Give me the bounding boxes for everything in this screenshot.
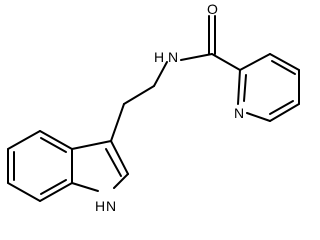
bond-c6-n1 bbox=[246, 112, 271, 122]
bond-c3-c2-inner bbox=[105, 148, 122, 177]
bond-n-ch2 bbox=[153, 61, 168, 87]
carbonyl-oxygen-label: O bbox=[207, 1, 218, 17]
pyridine-ring bbox=[237, 53, 300, 122]
bond-ch2-ch2 bbox=[123, 85, 155, 105]
bond-c7-c7a-inner bbox=[40, 179, 67, 195]
bond-c3-c3a bbox=[71, 140, 112, 150]
ethyl-linker bbox=[110, 61, 168, 142]
bond-c3-c4-inner bbox=[271, 60, 296, 75]
bond-c5-c6 bbox=[269, 103, 300, 122]
bond-carbonyl-n bbox=[180, 53, 213, 61]
molecule-diagram: O N H N H N bbox=[7, 1, 300, 214]
bond-c7-c7a bbox=[39, 182, 73, 202]
bond-c2-n1 bbox=[113, 173, 129, 189]
amide-nitrogen-label: N bbox=[168, 49, 178, 65]
bond-c6-c7 bbox=[7, 182, 41, 202]
bond-c3a-c4-inner bbox=[40, 137, 67, 153]
bond-n1-c2 bbox=[237, 69, 241, 105]
indole-nitrogen-label: N bbox=[106, 198, 116, 214]
bond-ch2-c3-indole bbox=[110, 103, 125, 142]
indole-hydrogen-label: H bbox=[95, 198, 105, 214]
amide-group bbox=[180, 15, 241, 71]
bond-n1-c7a bbox=[71, 182, 99, 192]
pyridine-nitrogen-label: N bbox=[234, 105, 244, 121]
bond-c2-c3 bbox=[239, 53, 271, 71]
bond-c3a-c4 bbox=[39, 130, 73, 150]
bond-c3-c4 bbox=[269, 53, 300, 71]
indole-benzene-ring bbox=[7, 130, 73, 202]
bond-c4-c5 bbox=[7, 130, 41, 150]
bond-c3-c2 bbox=[110, 140, 129, 175]
indole-pyrrole-ring bbox=[71, 140, 129, 192]
bond-n1-c2-inner bbox=[243, 74, 247, 102]
bond-carbonyl-c2 bbox=[211, 53, 241, 71]
bond-c5-c6-inner bbox=[269, 100, 294, 115]
amide-hydrogen-label: H bbox=[154, 49, 164, 65]
